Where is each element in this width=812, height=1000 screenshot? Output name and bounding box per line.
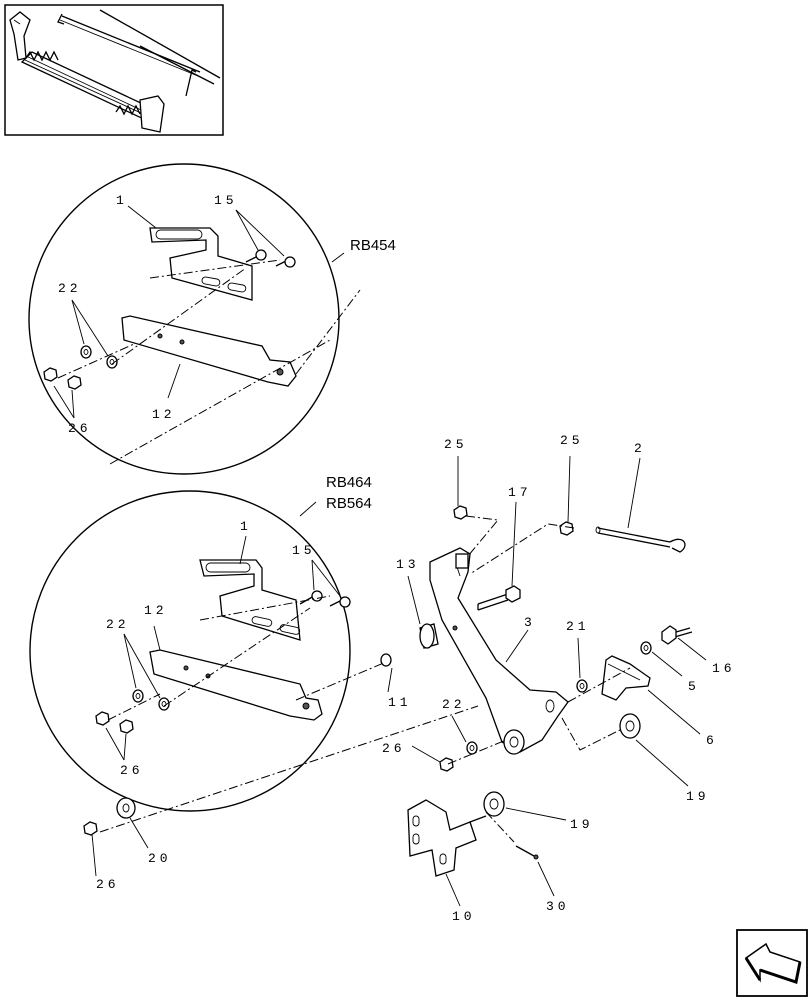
callout-15-upper: 15 <box>214 193 238 208</box>
lower-bracket-part <box>199 559 301 641</box>
callout-19-mid: 19 <box>570 817 594 832</box>
callout-25-left: 25 <box>444 437 468 452</box>
upper-bracket-part <box>149 227 253 301</box>
callout-2: 2 <box>634 441 646 456</box>
navigation-arrow-button[interactable] <box>736 929 808 997</box>
callout-1-upper: 1 <box>116 193 128 208</box>
callout-21: 21 <box>566 619 590 634</box>
washer-5-part <box>640 641 652 655</box>
bracket-10-part <box>407 799 487 877</box>
pad-6-part <box>601 655 651 701</box>
pin-30-part <box>515 845 539 860</box>
callout-17: 17 <box>508 485 532 500</box>
callout-19-right: 19 <box>686 789 710 804</box>
upper-plate-part <box>121 315 297 387</box>
callout-26-upper: 26 <box>68 421 92 436</box>
washer-21-part <box>576 679 588 693</box>
callout-22-main: 22 <box>442 697 466 712</box>
model-label-rb454: RB454 <box>350 237 396 254</box>
nut-26-main <box>439 757 454 772</box>
washer-19-right <box>619 713 641 739</box>
detail-circle-upper: RB454 <box>28 163 396 475</box>
callout-11: 11 <box>388 695 412 710</box>
callout-6: 6 <box>706 733 718 748</box>
callout-12-upper: 12 <box>152 407 176 422</box>
thumbnail-overview <box>4 4 224 136</box>
arm-3-part <box>429 547 569 755</box>
upper-centerlines <box>57 259 361 465</box>
callout-26-lower: 26 <box>120 763 144 778</box>
callout-5: 5 <box>688 679 700 694</box>
lower-plate-part <box>149 649 323 721</box>
bolt-16-part <box>661 625 693 645</box>
nut-26-bottom <box>83 821 98 836</box>
callout-15-lower: 15 <box>292 543 316 558</box>
upper-bolts-part <box>245 249 296 268</box>
model-label-rb464: RB464 <box>326 474 372 491</box>
detail-circle-lower: RB464 RB564 <box>29 474 372 812</box>
main-centerlines <box>447 515 631 843</box>
rod-part <box>595 526 686 553</box>
callout-labels: 1 15 22 12 26 1 15 12 22 26 25 25 2 17 1… <box>58 193 736 924</box>
bolt-17-part <box>477 585 521 611</box>
bushing-13-part <box>419 623 439 649</box>
washer-20-part <box>116 797 136 819</box>
nut-25-right <box>559 521 574 536</box>
callout-20: 20 <box>148 851 172 866</box>
lower-bolts-part <box>299 590 351 608</box>
spacer-11-part <box>380 653 392 667</box>
callout-22-lower: 22 <box>106 617 130 632</box>
callout-25-right: 25 <box>560 433 584 448</box>
upper-washers-nuts <box>43 345 118 390</box>
callout-30: 30 <box>546 899 570 914</box>
nut-25-left <box>453 505 468 520</box>
washer-19-mid <box>483 791 505 817</box>
callout-22-upper: 22 <box>58 281 82 296</box>
lower-washers-nuts <box>95 689 170 734</box>
callout-13: 13 <box>396 557 420 572</box>
callout-12-lower: 12 <box>144 603 168 618</box>
callout-26-main: 26 <box>382 741 406 756</box>
callout-1-lower: 1 <box>240 519 252 534</box>
callout-10: 10 <box>452 909 476 924</box>
model-label-rb564: RB564 <box>326 495 372 512</box>
callout-3: 3 <box>524 615 536 630</box>
leader-lines <box>53 205 707 907</box>
lower-centerlines <box>99 595 479 833</box>
callout-16: 16 <box>712 661 736 676</box>
callout-26-bottom: 26 <box>96 877 120 892</box>
